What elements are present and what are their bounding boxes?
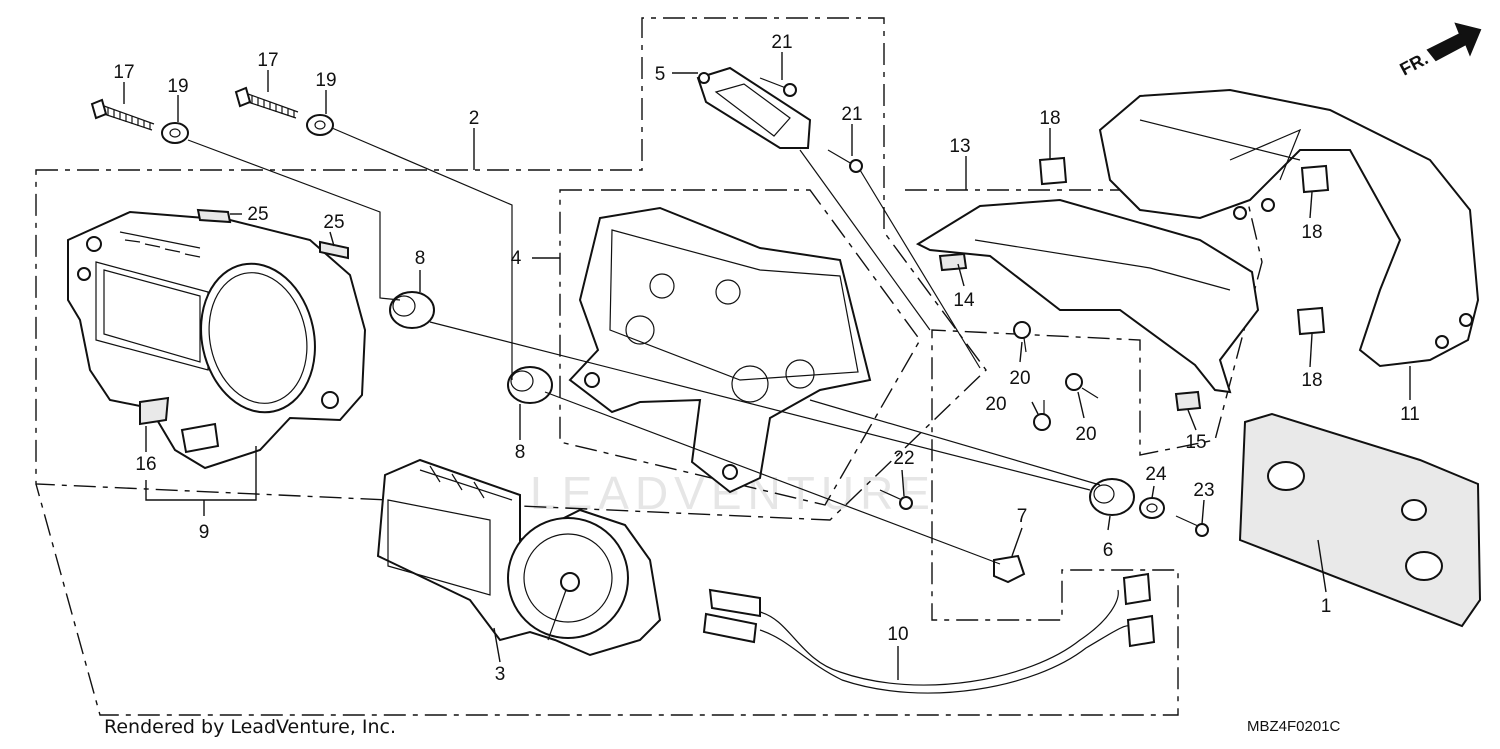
callout-25a: 25 bbox=[247, 204, 268, 225]
front-direction-arrow-icon: FR. bbox=[1396, 22, 1482, 80]
callout-2: 2 bbox=[469, 108, 480, 129]
callout-13: 13 bbox=[949, 136, 970, 157]
nut-part-7 bbox=[993, 554, 1026, 584]
callout-15: 15 bbox=[1185, 432, 1206, 453]
callout-5: 5 bbox=[655, 64, 666, 85]
pad-part-15 bbox=[1174, 390, 1202, 412]
callout-9: 9 bbox=[199, 522, 210, 543]
outer-cowl-part-11 bbox=[1098, 88, 1480, 368]
clip-part-18c bbox=[1296, 306, 1326, 336]
screw-part-20a bbox=[1013, 321, 1031, 353]
screw-part-20b bbox=[1065, 373, 1099, 399]
group-box-2 bbox=[35, 17, 987, 521]
callout-3: 3 bbox=[495, 664, 506, 685]
callout-16: 16 bbox=[135, 454, 156, 475]
clip-part-18b bbox=[1300, 164, 1330, 194]
washer-part-19a bbox=[161, 122, 189, 144]
callout-20a: 20 bbox=[1009, 368, 1030, 389]
grommet-part-8a bbox=[389, 291, 435, 329]
meter-case-part-9 bbox=[67, 210, 367, 470]
screw-part-20c bbox=[1033, 400, 1051, 431]
callout-21b: 21 bbox=[841, 104, 862, 125]
callout-11: 11 bbox=[1400, 404, 1420, 425]
callout-20c: 20 bbox=[1075, 424, 1096, 445]
pad-part-14 bbox=[938, 252, 968, 272]
callout-4: 4 bbox=[511, 248, 522, 269]
callout-1: 1 bbox=[1321, 596, 1332, 617]
callout-18b: 18 bbox=[1301, 222, 1322, 243]
callout-8b: 8 bbox=[515, 442, 526, 463]
harness-part-10 bbox=[702, 572, 1156, 694]
callout-18a: 18 bbox=[1039, 108, 1060, 129]
bolt-part-17a bbox=[90, 98, 155, 131]
grommet-part-8b bbox=[507, 366, 553, 404]
callout-18c: 18 bbox=[1301, 370, 1322, 391]
callout-22: 22 bbox=[893, 448, 914, 469]
grommet-part-6 bbox=[1089, 478, 1135, 516]
bracket-part-4 bbox=[568, 206, 872, 494]
washer-part-19b bbox=[306, 114, 334, 136]
group-box-4 bbox=[559, 189, 921, 506]
callout-numbers: 17 17 19 19 2 5 21 21 4 13 18 18 18 11 1… bbox=[113, 32, 1419, 685]
callout-10: 10 bbox=[887, 624, 908, 645]
screw-part-22 bbox=[879, 489, 913, 510]
callout-8a: 8 bbox=[415, 248, 426, 269]
front-direction-label: FR. bbox=[1396, 48, 1431, 79]
leader-lines bbox=[123, 52, 1411, 680]
callout-7: 7 bbox=[1017, 506, 1028, 527]
callout-20b: 20 bbox=[985, 394, 1006, 415]
credit-text: Rendered by LeadVenture, Inc. bbox=[104, 716, 397, 738]
callout-21a: 21 bbox=[771, 32, 792, 53]
callout-14: 14 bbox=[953, 290, 975, 311]
bolt-part-17b bbox=[234, 86, 299, 119]
callout-23: 23 bbox=[1193, 480, 1214, 501]
panel-part-1 bbox=[1238, 412, 1482, 628]
callout-17b: 17 bbox=[257, 50, 278, 71]
washer-part-24 bbox=[1139, 497, 1165, 519]
diagram-code: MBZ4F0201C bbox=[1247, 718, 1341, 735]
screw-part-21b bbox=[827, 149, 863, 173]
pad-part-25b bbox=[319, 240, 349, 260]
callout-19a: 19 bbox=[167, 76, 188, 97]
callout-19b: 19 bbox=[315, 70, 336, 91]
callout-17a: 17 bbox=[113, 62, 134, 83]
callout-25b: 25 bbox=[323, 212, 344, 233]
screw-part-21a bbox=[759, 77, 797, 97]
meter-assembly-part-3 bbox=[376, 458, 662, 657]
pad-part-25a bbox=[196, 208, 232, 224]
callout-24: 24 bbox=[1145, 464, 1167, 485]
bracket-part-5 bbox=[696, 66, 812, 149]
callout-6: 6 bbox=[1103, 540, 1114, 561]
screw-part-23 bbox=[1175, 515, 1209, 537]
inner-cover-part-13 bbox=[915, 198, 1260, 394]
clip-part-18a bbox=[1038, 156, 1068, 186]
